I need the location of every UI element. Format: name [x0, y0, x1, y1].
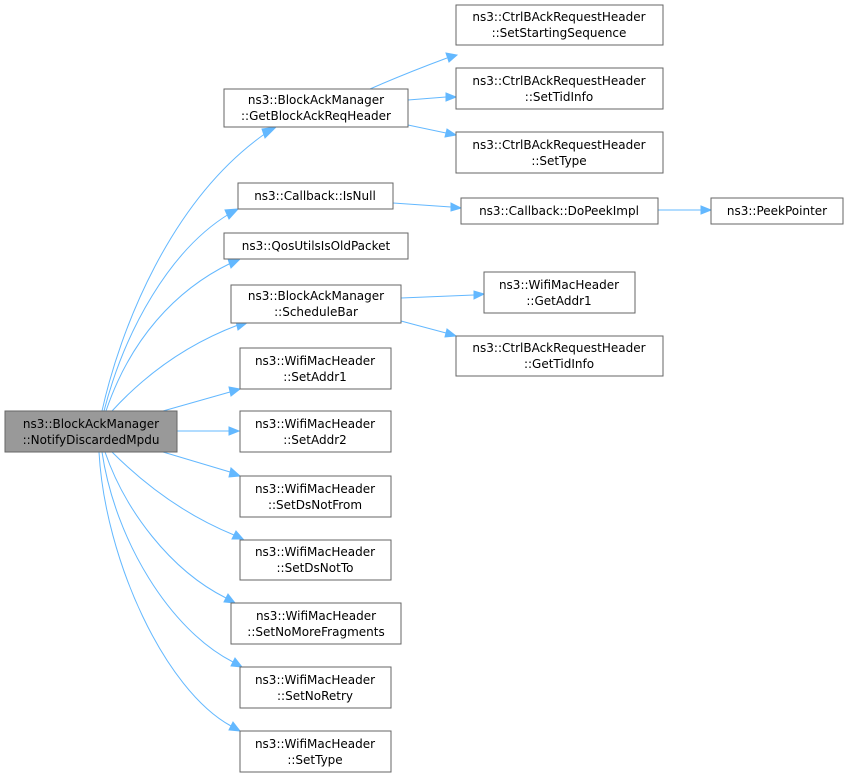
- edge-arrowhead: [261, 126, 278, 139]
- edge-arrowhead: [228, 467, 242, 478]
- edge-schedbar-getaddr1: [400, 294, 475, 299]
- node-label-line1: ns3::CtrlBAckRequestHeader: [472, 10, 645, 24]
- node-label-line2: ::SetStartingSequence: [492, 26, 627, 40]
- node-label-line1: ns3::WifiMacHeader: [499, 278, 619, 292]
- node-label-line1: ns3::WifiMacHeader: [255, 673, 375, 687]
- node-set-ds-not-from[interactable]: ns3::WifiMacHeader ::SetDsNotFrom: [239, 475, 392, 518]
- edge-arrowhead: [228, 386, 242, 397]
- edge-getbar-cbsettype: [407, 124, 447, 134]
- node-label-line1: ns3::CtrlBAckRequestHeader: [472, 74, 645, 88]
- edge-arrowhead: [227, 258, 242, 269]
- edge-notify-setnoretry: [101, 451, 234, 663]
- node-label-line1: ns3::WifiMacHeader: [255, 545, 375, 559]
- edge-arrowhead: [228, 721, 242, 732]
- edge-getbar-setstartseq: [369, 57, 448, 90]
- edge-arrowhead: [231, 530, 245, 540]
- node-get-addr1[interactable]: ns3::WifiMacHeader ::GetAddr1: [483, 271, 636, 314]
- edge-arrowhead: [700, 205, 713, 215]
- edge-arrowhead: [450, 202, 463, 212]
- node-label-line1: ns3::BlockAckManager: [23, 417, 159, 431]
- edge-arrowhead: [224, 208, 240, 220]
- node-label: ns3::Callback::DoPeekImpl: [479, 204, 639, 218]
- node-label-line2: ::SetTidInfo: [525, 90, 593, 104]
- edge-arrowhead: [444, 328, 458, 338]
- edge-notify-settype: [98, 451, 232, 727]
- edge-notify-qosold: [105, 262, 232, 412]
- edge-schedbar-gettidinfo: [400, 320, 447, 334]
- node-callback-isnull[interactable]: ns3::Callback::IsNull: [237, 182, 394, 210]
- node-get-tid-info[interactable]: ns3::CtrlBAckRequestHeader ::GetTidInfo: [455, 335, 664, 377]
- node-notify-discarded-mpdu[interactable]: ns3::BlockAckManager ::NotifyDiscardedMp…: [4, 410, 178, 453]
- node-label-line2: ::SetDsNotTo: [277, 561, 354, 575]
- node-label-line1: ns3::WifiMacHeader: [255, 482, 375, 496]
- node-label-line1: ns3::WifiMacHeader: [256, 609, 376, 623]
- node-get-block-ack-req-header[interactable]: ns3::BlockAckManager ::GetBlockAckReqHea…: [223, 88, 409, 128]
- node-label-line2: ::SetType: [287, 753, 342, 767]
- node-label-line2: ::GetBlockAckReqHeader: [241, 109, 391, 123]
- edge-notify-setaddr1: [162, 391, 231, 412]
- edge-arrowhead: [445, 92, 458, 102]
- node-set-type[interactable]: ns3::WifiMacHeader ::SetType: [239, 730, 392, 773]
- node-label-line1: ns3::BlockAckManager: [248, 93, 384, 107]
- node-label: ns3::Callback::IsNull: [254, 189, 376, 203]
- node-set-starting-sequence[interactable]: ns3::CtrlBAckRequestHeader ::SetStarting…: [455, 4, 664, 46]
- edge-notify-isnull: [103, 213, 230, 412]
- node-label-line2: ::ScheduleBar: [274, 305, 358, 319]
- edge-notify-schedbar: [111, 324, 239, 412]
- node-label-line1: ns3::BlockAckManager: [248, 289, 384, 303]
- nodes: ns3::BlockAckManager ::NotifyDiscardedMp…: [4, 4, 844, 773]
- edge-arrowhead: [230, 657, 244, 668]
- node-set-no-more-fragments[interactable]: ns3::WifiMacHeader ::SetNoMoreFragments: [230, 602, 402, 645]
- node-label-line2: ::SetNoMoreFragments: [247, 625, 384, 639]
- edge-arrowhead: [228, 426, 241, 436]
- node-label-line1: ns3::CtrlBAckRequestHeader: [472, 341, 645, 355]
- node-label-line2: ::SetType: [531, 154, 586, 168]
- node-label-line2: ::SetAddr2: [283, 433, 347, 447]
- edge-notify-getbar: [101, 132, 267, 412]
- node-label-line2: ::GetAddr1: [526, 294, 591, 308]
- edge-notify-setdsnotto: [111, 451, 235, 536]
- edges: [98, 52, 713, 732]
- edge-arrowhead: [223, 593, 237, 604]
- node-peek-pointer[interactable]: ns3::PeekPointer: [710, 197, 844, 225]
- node-do-peek-impl[interactable]: ns3::Callback::DoPeekImpl: [460, 197, 659, 225]
- node-label: ns3::QosUtilsIsOldPacket: [242, 239, 391, 253]
- node-label-line2: ::GetTidInfo: [524, 357, 594, 371]
- edge-arrowhead: [444, 128, 458, 138]
- edge-isnull-dopeek: [392, 202, 452, 208]
- node-qos-utils-is-old-packet[interactable]: ns3::QosUtilsIsOldPacket: [223, 232, 409, 260]
- node-set-addr1[interactable]: ns3::WifiMacHeader ::SetAddr1: [239, 347, 392, 390]
- node-label-line1: ns3::WifiMacHeader: [255, 417, 375, 431]
- node-set-tid-info[interactable]: ns3::CtrlBAckRequestHeader ::SetTidInfo: [455, 67, 664, 110]
- edge-notify-setnomore: [104, 451, 227, 599]
- node-schedule-bar[interactable]: ns3::BlockAckManager ::ScheduleBar: [230, 284, 402, 324]
- node-label-line2: ::SetNoRetry: [277, 689, 353, 703]
- node-label-line1: ns3::WifiMacHeader: [255, 737, 375, 751]
- node-label-line1: ns3::WifiMacHeader: [255, 354, 375, 368]
- node-ctrl-bar-set-type[interactable]: ns3::CtrlBAckRequestHeader ::SetType: [455, 131, 664, 174]
- node-label-line2: ::NotifyDiscardedMpdu: [23, 433, 160, 447]
- node-set-addr2[interactable]: ns3::WifiMacHeader ::SetAddr2: [239, 410, 392, 453]
- node-set-no-retry[interactable]: ns3::WifiMacHeader ::SetNoRetry: [239, 666, 392, 709]
- node-label-line2: ::SetDsNotFrom: [268, 498, 362, 512]
- edge-arrowhead: [473, 290, 486, 300]
- node-label: ns3::PeekPointer: [727, 204, 827, 218]
- edge-arrowhead: [445, 52, 459, 63]
- node-label-line2: ::SetAddr1: [283, 370, 347, 384]
- edge-notify-setdsnotfrom: [162, 451, 231, 473]
- node-set-ds-not-to[interactable]: ns3::WifiMacHeader ::SetDsNotTo: [239, 539, 392, 581]
- node-label-line1: ns3::CtrlBAckRequestHeader: [472, 138, 645, 152]
- edge-getbar-settidinfo: [407, 96, 447, 101]
